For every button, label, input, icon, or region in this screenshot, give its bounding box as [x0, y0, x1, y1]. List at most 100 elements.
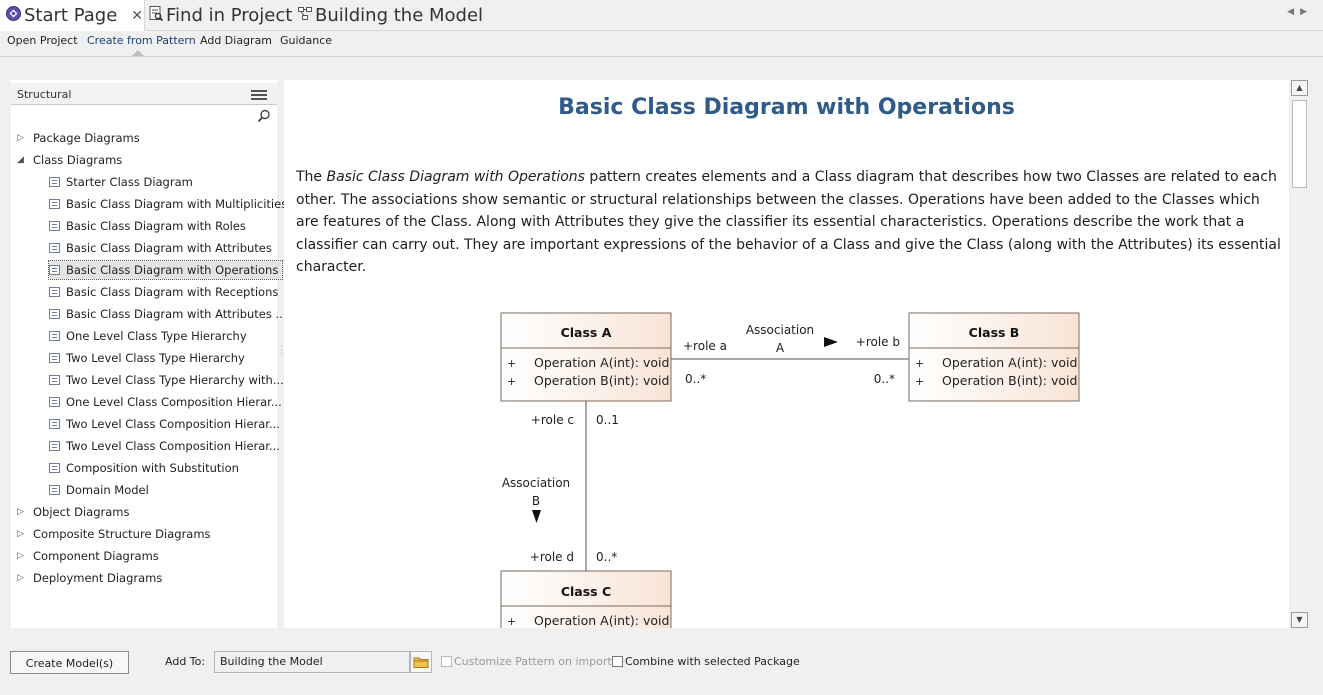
visibility-marker: +: [507, 375, 516, 388]
tree-pattern-item[interactable]: Basic Class Diagram with Attributes: [49, 239, 276, 257]
combine-package-label: Combine with selected Package: [625, 655, 800, 668]
tree-item-label: Two Level Class Type Hierarchy with...: [66, 373, 284, 387]
tree-item-label: Class Diagrams: [33, 153, 123, 167]
add-to-label: Add To:: [165, 655, 206, 668]
collapsed-arrow-icon[interactable]: ▷: [17, 551, 24, 561]
expanded-arrow-icon[interactable]: ◢: [17, 155, 24, 165]
pattern-icon: [49, 309, 60, 319]
tree-pattern-item[interactable]: Domain Model: [49, 481, 153, 499]
tree-pattern-item[interactable]: Basic Class Diagram with Multiplicities: [49, 195, 291, 213]
visibility-marker: +: [507, 615, 516, 628]
collapsed-arrow-icon[interactable]: ▷: [17, 529, 24, 539]
description-text: The: [296, 169, 327, 185]
visibility-marker: +: [915, 357, 924, 370]
description-emphasis: Basic Class Diagram with Operations: [326, 169, 585, 185]
tree-pattern-item[interactable]: Basic Class Diagram with Operations: [47, 260, 284, 280]
preview-scrollbar[interactable]: ▲ ▼: [1291, 80, 1308, 628]
search-icon[interactable]: [257, 109, 271, 123]
add-to-package-field[interactable]: Building the Model: [214, 651, 410, 673]
tree-item-label: Two Level Class Composition Hierar...: [66, 417, 280, 431]
association-b-name: B: [532, 494, 540, 508]
tree-group-item[interactable]: ▷ Deployment Diagrams: [17, 569, 162, 587]
collapsed-arrow-icon[interactable]: ▷: [17, 507, 24, 517]
tree-category-title: Structural: [17, 88, 72, 101]
collapsed-arrow-icon[interactable]: ▷: [17, 573, 24, 583]
tree-pattern-item[interactable]: One Level Class Type Hierarchy: [49, 327, 251, 345]
start-page-command-bar: Open Project Create from Pattern Add Dia…: [0, 31, 1323, 57]
tab-building-the-model[interactable]: Building the Model: [297, 0, 483, 31]
tree-item-label: Object Diagrams: [33, 505, 130, 519]
scroll-down-icon[interactable]: ▼: [1291, 612, 1308, 628]
tree-pattern-item[interactable]: One Level Class Composition Hierar...: [49, 393, 286, 411]
tree-pattern-item[interactable]: Two Level Class Type Hierarchy with...: [49, 371, 288, 389]
collapsed-arrow-icon[interactable]: ▷: [17, 133, 24, 143]
pattern-description: The Basic Class Diagram with Operations …: [296, 166, 1281, 279]
create-from-pattern-link[interactable]: Create from Pattern: [87, 34, 196, 47]
tree-pattern-item[interactable]: Two Level Class Composition Hierar...: [49, 415, 284, 433]
tree-group-item[interactable]: ▷ Component Diagrams: [17, 547, 159, 565]
tree-pattern-item[interactable]: Two Level Class Type Hierarchy: [49, 349, 249, 367]
multiplicity-label: 0..1: [596, 413, 619, 427]
open-project-link[interactable]: Open Project: [7, 34, 78, 47]
role-label: +role a: [683, 339, 727, 353]
tree-item-label: One Level Class Type Hierarchy: [66, 329, 247, 343]
role-label: +role c: [531, 413, 574, 427]
class-b-box: Class B + Operation A(int): void + Opera…: [908, 312, 1080, 402]
tree-pattern-item[interactable]: Starter Class Diagram: [49, 173, 197, 191]
tab-label: Find in Project: [166, 5, 293, 26]
tree-header: Structural: [11, 83, 277, 105]
pattern-icon: [49, 331, 60, 341]
tab-scroll-arrows-icon[interactable]: ◀▶: [1287, 7, 1313, 17]
tree-pattern-item[interactable]: Composition with Substitution: [49, 459, 243, 477]
customize-pattern-checkbox[interactable]: [441, 656, 452, 667]
browse-package-button[interactable]: [410, 651, 432, 673]
guidance-link[interactable]: Guidance: [280, 34, 333, 47]
tree-pattern-item[interactable]: Basic Class Diagram with Receptions: [49, 283, 282, 301]
tree-item-label: Basic Class Diagram with Roles: [66, 219, 246, 233]
splitter-grip-icon[interactable]: ···: [280, 342, 283, 360]
add-diagram-link[interactable]: Add Diagram: [200, 34, 273, 47]
direction-arrow-icon: [824, 337, 838, 347]
close-icon[interactable]: ✕: [131, 7, 144, 24]
menu-icon[interactable]: [251, 90, 267, 102]
create-models-button[interactable]: Create Model(s): [10, 651, 129, 674]
folder-icon: [413, 657, 429, 668]
tree-group-item[interactable]: ▷Composite Structure Diagrams: [17, 525, 211, 543]
class-diagram-preview: Class A + Operation A(int): void + Opera…: [500, 312, 1080, 628]
tree-group-item[interactable]: ◢ Class Diagrams: [17, 151, 122, 169]
scroll-up-icon[interactable]: ▲: [1291, 80, 1308, 96]
pattern-icon: [49, 463, 60, 473]
tab-find-in-project[interactable]: Find in Project: [148, 0, 292, 31]
tree-pattern-item[interactable]: Basic Class Diagram with Attributes ...: [49, 305, 291, 323]
tree-pattern-item[interactable]: Basic Class Diagram with Roles: [49, 217, 250, 235]
tree-item-label: Basic Class Diagram with Operations: [66, 263, 279, 277]
scrollbar-thumb[interactable]: [1292, 100, 1307, 188]
operation: Operation A(int): void: [534, 355, 669, 370]
operation: Operation B(int): void: [534, 373, 669, 388]
tab-label: Building the Model: [315, 5, 484, 26]
tree-pattern-item[interactable]: Two Level Class Composition Hierar...: [49, 437, 284, 455]
class-c-box: Class C + Operation A(int): void: [500, 570, 672, 628]
tree-group-item[interactable]: ▷ Package Diagrams: [17, 129, 140, 147]
association-b-name: Association: [502, 476, 570, 490]
pattern-icon: [49, 243, 60, 253]
pattern-icon: [49, 265, 60, 275]
pattern-icon: [49, 221, 60, 231]
tree-item-label: Package Diagrams: [33, 131, 140, 145]
tree-item-label: Component Diagrams: [33, 549, 159, 563]
pattern-title: Basic Class Diagram with Operations: [558, 95, 1015, 120]
tree-item-label: Deployment Diagrams: [33, 571, 163, 585]
combine-package-checkbox[interactable]: [612, 656, 623, 667]
document-tab-bar: Start Page ✕ Find in Project Building th…: [0, 0, 1323, 31]
tree-item-label: Domain Model: [66, 483, 149, 497]
pattern-icon: [49, 397, 60, 407]
tab-start-page[interactable]: Start Page ✕: [0, 0, 145, 31]
pattern-icon: [49, 353, 60, 363]
tree-item-label: Basic Class Diagram with Multiplicities: [66, 197, 288, 211]
start-page-icon: [5, 5, 22, 27]
tree-group-item[interactable]: ▷ Object Diagrams: [17, 503, 129, 521]
active-command-indicator: [132, 50, 144, 56]
class-a-box: Class A + Operation A(int): void + Opera…: [500, 312, 672, 402]
pattern-icon: [49, 419, 60, 429]
tree-item-label: Two Level Class Type Hierarchy: [66, 351, 245, 365]
